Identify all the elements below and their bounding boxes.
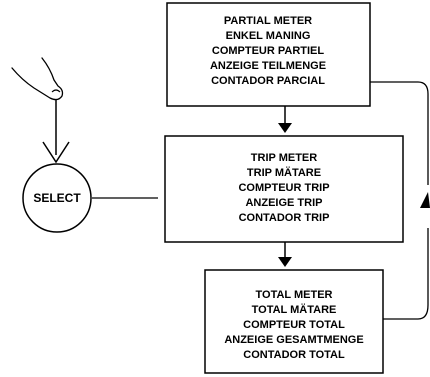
partial-line-0: PARTIAL METER [224, 15, 312, 27]
select-button-label: SELECT [33, 191, 81, 205]
arrow-partial-to-trip [278, 106, 292, 133]
total-line-2: COMPTEUR TOTAL [243, 319, 345, 331]
trip-line-3: ANZEIGE TRIP [245, 197, 322, 209]
partial-line-2: COMPTEUR PARTIEL [212, 45, 325, 57]
trip-meter-box: TRIP METER TRIP MÄTARE COMPTEUR TRIP ANZ… [164, 135, 404, 243]
trip-line-1: TRIP MÄTARE [247, 166, 321, 179]
total-line-3: ANZEIGE GESAMTMENGE [224, 334, 363, 346]
partial-line-3: ANZEIGE TEILMENGE [210, 60, 326, 72]
total-meter-box: TOTAL METER TOTAL MÄTARE COMPTEUR TOTAL … [204, 269, 384, 374]
trip-line-2: COMPTEUR TRIP [238, 182, 329, 194]
total-line-4: CONTADOR TOTAL [243, 349, 345, 361]
partial-line-1: ENKEL MANING [226, 30, 311, 42]
select-button[interactable]: SELECT [22, 163, 92, 233]
total-line-0: TOTAL METER [256, 289, 333, 301]
partial-line-4: CONTADOR PARCIAL [211, 75, 325, 87]
trip-line-0: TRIP METER [251, 152, 317, 164]
trip-line-4: CONTADOR TRIP [239, 212, 330, 224]
arrow-trip-to-total [278, 242, 292, 267]
return-arrowhead-icon [420, 192, 430, 208]
total-line-1: TOTAL MÄTARE [252, 303, 337, 316]
cycle-return-line [370, 81, 430, 320]
partial-meter-box: PARTIAL METER ENKEL MANING COMPTEUR PART… [166, 2, 371, 107]
finger-press-icon [11, 57, 70, 164]
